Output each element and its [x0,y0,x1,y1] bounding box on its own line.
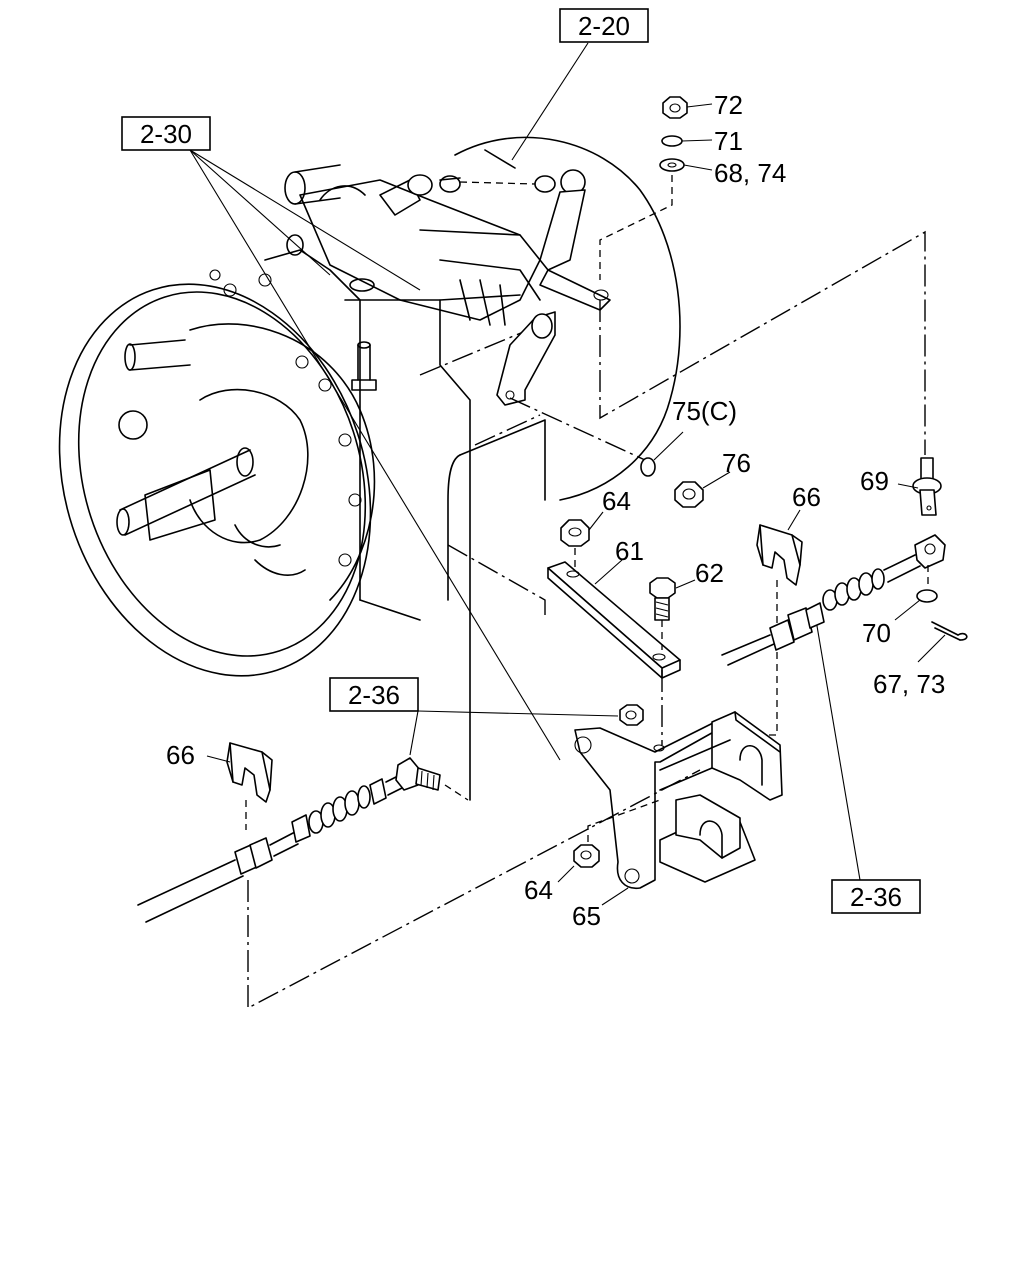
ref-label-2-20: 2-20 [578,11,630,41]
label-62: 62 [695,558,724,588]
bracket-61: 61 [547,536,681,679]
nut-2-36-left [619,704,644,726]
routing-line-lever [509,397,646,461]
bolt-62: 62 [649,558,724,650]
cable-left [137,757,469,923]
label-72: 72 [714,90,743,120]
ref-label-2-36-right: 2-36 [850,882,902,912]
clip-66-left: 66 [166,740,273,830]
label-70: 70 [862,618,891,648]
label-71: 71 [714,126,743,156]
shift-mechanism [284,164,611,406]
nut-64-lower: 64 [524,799,661,905]
clutch-housing [58,269,376,677]
label-76: 76 [722,448,751,478]
fastener-75-76: 75(C) 76 [640,396,751,508]
label-64-top: 64 [602,486,631,516]
fastener-stack-top: 72 71 68, 74 [599,90,786,280]
label-65: 65 [572,901,601,931]
label-64-bottom: 64 [524,875,553,905]
routing-line-bottom [247,769,701,1010]
clip-66-right: 66 [748,482,821,736]
pin-69: 69 [860,457,942,516]
ref-label-2-36-left: 2-36 [348,680,400,710]
cable-right: 70 [721,534,946,666]
nut-64-upper: 64 [560,486,631,572]
routing-line-mid [447,544,546,615]
routing-line-top-right [599,230,926,455]
ref-callout-2-36-right: 2-36 [815,619,921,914]
label-67-73: 67, 73 [873,669,945,699]
ref-callout-2-30: 2-30 [121,116,561,761]
ref-label-2-30: 2-30 [140,119,192,149]
label-69: 69 [860,466,889,496]
ref-callout-2-20: 2-20 [511,8,649,161]
label-75c: 75(C) [672,396,737,426]
label-68-74: 68, 74 [714,158,786,188]
cotter-pin-67-73: 67, 73 [873,621,968,699]
bracket-65: 65 [572,711,783,931]
label-61: 61 [615,536,644,566]
ref-callout-2-36-left: 2-36 [329,677,619,756]
label-66-left: 66 [166,740,195,770]
label-66-right: 66 [792,482,821,512]
transmission-housing [264,136,681,801]
